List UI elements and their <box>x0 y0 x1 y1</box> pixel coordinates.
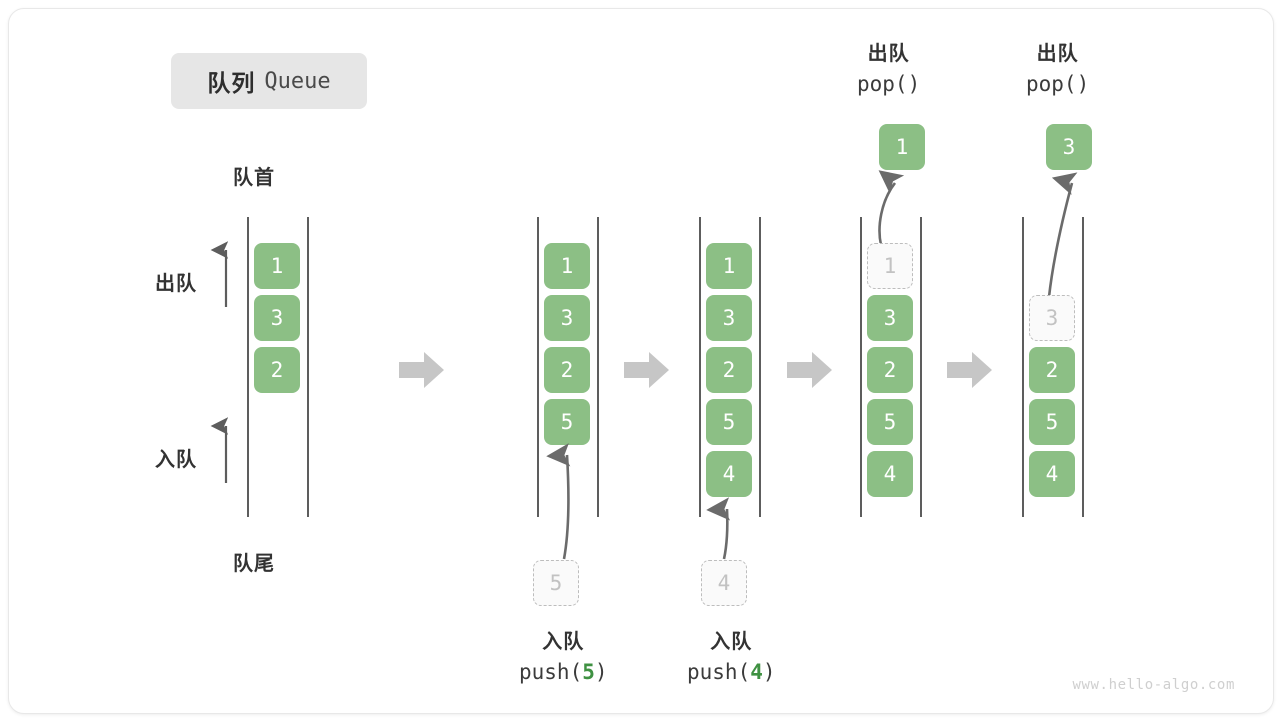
step-transition-arrow-icon <box>399 352 444 388</box>
queue-cell: 5 <box>706 399 752 445</box>
incoming-ghost-cell: 4 <box>701 560 747 606</box>
queue-rail-right <box>920 217 922 517</box>
queue-rail-left <box>699 217 701 517</box>
queue-cell: 5 <box>867 399 913 445</box>
outgoing-ghost-cell: 1 <box>867 243 913 289</box>
dequeue-direction-arrow-icon <box>210 241 229 307</box>
queue-cell: 5 <box>544 399 590 445</box>
queue-cell: 1 <box>706 243 752 289</box>
queue-cell: 2 <box>544 347 590 393</box>
pop-arrow-icon <box>878 170 905 246</box>
queue-cell: 5 <box>1029 399 1075 445</box>
queue-cell: 2 <box>706 347 752 393</box>
watermark: www.hello-algo.com <box>1072 677 1235 693</box>
step-transition-arrow-icon <box>947 352 992 388</box>
queue-rail-right <box>307 217 309 517</box>
push-5-caption-cn: 入队 <box>542 631 585 653</box>
queue-cell: 3 <box>544 295 590 341</box>
queue-cell: 2 <box>867 347 913 393</box>
pop-arrow-icon <box>1047 172 1078 298</box>
title-cn: 队列 <box>207 70 256 96</box>
queue-cell: 2 <box>1029 347 1075 393</box>
push-4-caption-code: push(4) <box>687 660 776 685</box>
queue-cell: 3 <box>867 295 913 341</box>
queue-cell: 3 <box>706 295 752 341</box>
popped-cell: 3 <box>1046 124 1092 170</box>
pop-3-caption-cn: 出队 <box>1036 43 1079 65</box>
dequeue-side-label: 出队 <box>155 273 197 295</box>
tail-label: 队尾 <box>233 553 275 575</box>
push-arrow-icon <box>706 497 731 560</box>
queue-rail-left <box>1022 217 1024 517</box>
queue-cell: 1 <box>254 243 300 289</box>
pop-1-caption: 出队 pop() <box>857 39 920 101</box>
queue-cell: 2 <box>254 347 300 393</box>
step-transition-arrow-icon <box>624 352 669 388</box>
queue-cell: 3 <box>254 295 300 341</box>
diagram-frame: 队列 Queue 队首 队尾 出队 入队 1 3 2 1 3 2 <box>8 8 1274 714</box>
outgoing-ghost-cell: 3 <box>1029 295 1075 341</box>
title-en: Queue <box>264 68 331 94</box>
push-4-caption-cn: 入队 <box>710 631 753 653</box>
queue-rail-right <box>1082 217 1084 517</box>
push-arrow-icon <box>546 443 571 560</box>
push-5-caption-code: push(5) <box>519 660 608 685</box>
pop-3-caption-code: pop() <box>1026 72 1090 97</box>
queue-rail-left <box>537 217 539 517</box>
popped-cell: 1 <box>879 124 925 170</box>
pop-1-caption-code: pop() <box>857 72 921 97</box>
queue-rail-right <box>759 217 761 517</box>
pop-3-caption: 出队 pop() <box>1026 39 1089 101</box>
enqueue-direction-arrow-icon <box>210 417 229 483</box>
pop-1-caption-cn: 出队 <box>867 43 910 65</box>
queue-rail-left <box>247 217 249 517</box>
queue-rail-right <box>597 217 599 517</box>
step-transition-arrow-icon <box>787 352 832 388</box>
enqueue-side-label: 入队 <box>155 449 197 471</box>
push-5-caption: 入队 push(5) <box>519 627 608 689</box>
queue-cell: 1 <box>544 243 590 289</box>
incoming-ghost-cell: 5 <box>533 560 579 606</box>
queue-rail-left <box>860 217 862 517</box>
title-badge: 队列 Queue <box>171 53 367 109</box>
queue-cell: 4 <box>867 451 913 497</box>
head-label: 队首 <box>233 167 275 189</box>
queue-cell: 4 <box>1029 451 1075 497</box>
queue-cell: 4 <box>706 451 752 497</box>
push-4-caption: 入队 push(4) <box>687 627 776 689</box>
